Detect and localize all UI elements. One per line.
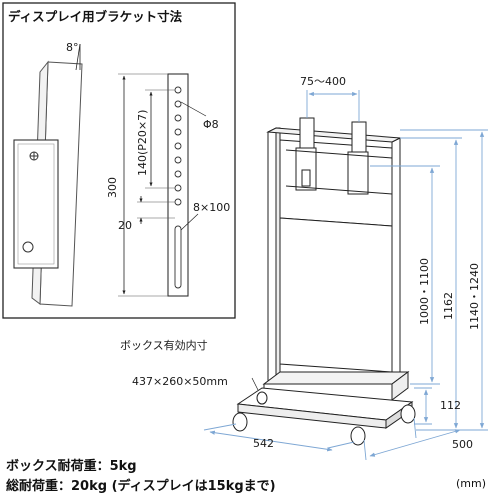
label-width: 542 — [253, 437, 274, 450]
label-total-height: 1162 — [442, 292, 455, 320]
screw-bottom — [22, 241, 34, 253]
storage-box — [262, 371, 410, 385]
left-post-back — [275, 127, 281, 403]
tilt-label: 8° — [66, 41, 79, 54]
leader-box — [251, 377, 259, 391]
label-slot: 8×100 — [193, 201, 230, 214]
label-pitch: 140(P20×7) — [136, 110, 149, 176]
left-post — [267, 127, 277, 407]
label-box-caption: ボックス有効内寸 — [120, 338, 208, 352]
label-300: 300 — [106, 177, 119, 198]
label-depth: 500 — [452, 438, 473, 451]
casters — [232, 391, 416, 446]
bracket-inset: ディスプレイ用ブラケット寸法 8° — [2, 2, 236, 319]
stand — [232, 117, 416, 446]
spec-total-load: 総耐荷重：20kg (ディスプレイは15kgまで) — [6, 479, 276, 494]
dim-width — [209, 430, 333, 452]
lower-panel — [279, 217, 393, 373]
label-height-range: 1140・1240 — [468, 263, 481, 330]
label-hole-dia: Φ8 — [203, 118, 219, 131]
stand-dimensions — [203, 90, 488, 461]
leader-hole — [180, 101, 207, 117]
inset-title: ディスプレイ用ブラケット寸法 — [8, 9, 183, 24]
label-center-range: 1000・1100 — [418, 258, 431, 325]
label-box-dims: 437×260×50mm — [132, 375, 228, 388]
label-spacing: 20 — [118, 219, 132, 232]
label-base-height: 112 — [440, 399, 461, 412]
dim-depth — [369, 429, 461, 457]
right-post — [391, 137, 401, 391]
leader-slot — [180, 213, 199, 231]
bracket-side — [13, 139, 59, 269]
spec-box-load: ボックス耐荷重：5kg — [6, 459, 137, 474]
bracket-plate — [167, 73, 189, 297]
top-bar — [266, 127, 402, 143]
unit-label: (mm) — [455, 477, 486, 490]
tilt-angle-line — [75, 43, 81, 71]
label-vesa: 75〜400 — [300, 75, 346, 88]
bracket-slot — [174, 225, 182, 289]
